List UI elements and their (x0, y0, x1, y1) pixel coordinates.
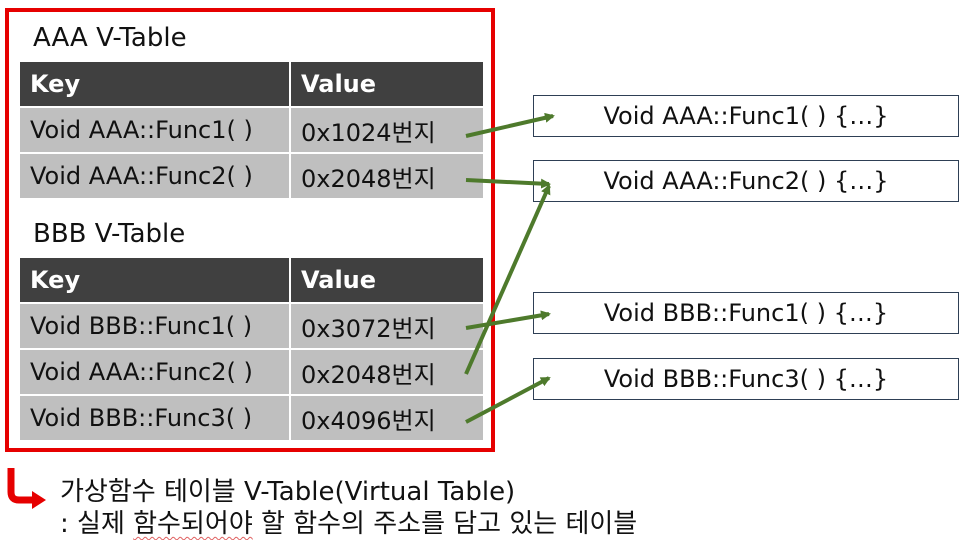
arrow-bbb-func1 (465, 310, 551, 330)
function-box-aaa-func1: Void AAA::Func1( ) {…} (533, 95, 959, 137)
value-cell: 0x3072번지 (291, 304, 483, 348)
function-box-aaa-func2: Void AAA::Func2( ) {…} (533, 160, 959, 202)
note-suffix: 할 함수의 주소를 담고 있는 테이블 (252, 509, 638, 539)
key-header: Key (20, 62, 289, 106)
vtable-frame (5, 8, 495, 452)
value-cell: 0x2048번지 (291, 154, 483, 198)
key-cell: Void AAA::Func2( ) (20, 154, 289, 198)
arrow-bbb-func3 (465, 376, 551, 424)
note-title: 가상함수 테이블 V-Table(Virtual Table) (60, 477, 516, 507)
function-box-bbb-func3: Void BBB::Func3( ) {…} (533, 358, 959, 400)
table-row: Void AAA::Func1( ) 0x1024번지 (20, 108, 483, 152)
note-prefix: : 실제 (60, 509, 134, 539)
function-box-bbb-func1: Void BBB::Func1( ) {…} (533, 292, 959, 334)
table-row: Void BBB::Func1( ) 0x3072번지 (20, 304, 483, 348)
value-cell: 0x4096번지 (291, 396, 483, 440)
value-header: Value (291, 258, 483, 302)
key-cell: Void BBB::Func3( ) (20, 396, 289, 440)
bbb-vtable-title: BBB V-Table (33, 219, 186, 249)
arrow-aaa-func2 (465, 178, 551, 189)
table-row: Void BBB::Func3( ) 0x4096번지 (20, 396, 483, 440)
arrow-aaa-func1 (465, 112, 555, 138)
key-cell: Void AAA::Func2( ) (20, 350, 289, 394)
value-cell: 0x1024번지 (291, 108, 483, 152)
key-cell: Void BBB::Func1( ) (20, 304, 289, 348)
key-cell: Void AAA::Func1( ) (20, 108, 289, 152)
table-row: Void AAA::Func2( ) 0x2048번지 (20, 154, 483, 198)
arrow-bbb-aaa-func2 (464, 184, 551, 375)
table-row: Void AAA::Func2( ) 0x2048번지 (20, 350, 483, 394)
bent-arrow-icon (7, 468, 46, 509)
bbb-vtable: Key Value Void BBB::Func1( ) 0x3072번지 Vo… (18, 256, 485, 442)
aaa-vtable: Key Value Void AAA::Func1( ) 0x1024번지 Vo… (18, 60, 485, 200)
key-header: Key (20, 258, 289, 302)
note-squiggle-word: 함수되어야 (133, 509, 253, 539)
value-header: Value (291, 62, 483, 106)
note-description: : 실제 함수되어야 할 함수의 주소를 담고 있는 테이블 (60, 503, 637, 540)
value-cell: 0x2048번지 (291, 350, 483, 394)
aaa-vtable-title: AAA V-Table (33, 23, 187, 53)
